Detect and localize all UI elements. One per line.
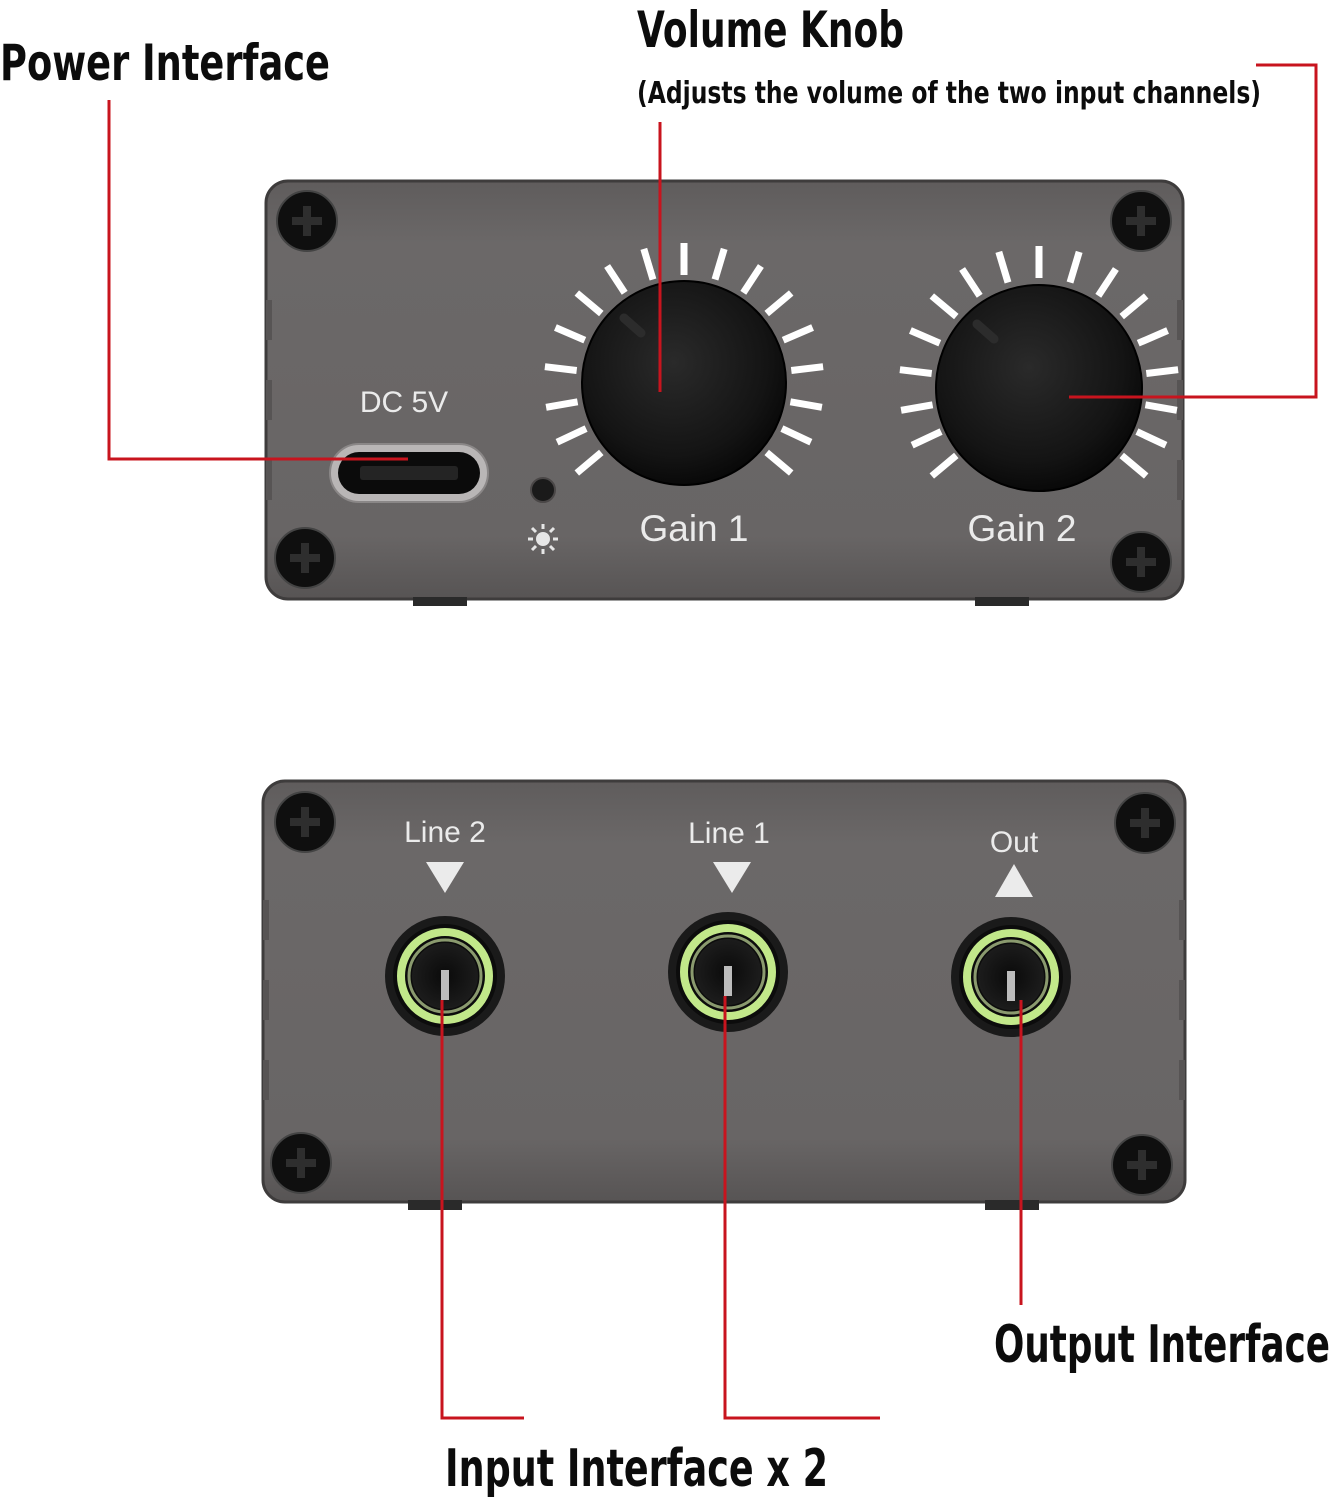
- screw-icon: [1110, 190, 1172, 252]
- scale-tick: [1119, 293, 1149, 320]
- scale-tick: [781, 324, 814, 344]
- line-1-label: Line 1: [688, 817, 770, 850]
- gain-1-knob[interactable]: [544, 243, 824, 486]
- scale-tick: [1135, 428, 1168, 449]
- screw-icon: [274, 791, 336, 853]
- scale-tick: [1144, 401, 1178, 414]
- power-port-label: DC 5V: [360, 386, 448, 419]
- scale-tick: [574, 290, 604, 317]
- line-2-leader: [440, 1000, 524, 1420]
- arrow-up-icon: [995, 864, 1033, 897]
- power-interface-callout: Power Interface: [0, 34, 330, 92]
- scale-tick: [604, 264, 628, 295]
- scale-tick: [789, 398, 823, 411]
- scale-tick: [959, 267, 983, 298]
- line-1-leader: [723, 996, 880, 1420]
- front-panel-side-ridges: [266, 300, 1183, 500]
- screw-icon: [276, 190, 338, 252]
- scale-tick: [1066, 250, 1083, 284]
- out-jack[interactable]: [951, 917, 1071, 1037]
- gain-2-label: Gain 2: [967, 508, 1076, 549]
- back-panel-foot-left: [408, 1200, 462, 1210]
- front-panel-foot-left: [413, 597, 467, 606]
- scale-tick: [899, 366, 933, 377]
- out-label: Out: [990, 826, 1039, 859]
- input-interface-callout: Input Interface x 2: [445, 1439, 828, 1499]
- back-panel-side-ridges: [263, 900, 1185, 1100]
- scale-tick: [545, 398, 579, 411]
- gain-1-label: Gain 1: [639, 508, 748, 549]
- scale-tick: [711, 247, 728, 281]
- scale-tick: [1136, 327, 1169, 347]
- scale-tick: [1145, 366, 1179, 377]
- scale-tick: [554, 324, 587, 344]
- scale-tick: [764, 290, 794, 317]
- screw-icon: [274, 527, 336, 589]
- scale-tick: [555, 425, 588, 446]
- scale-tick: [764, 449, 794, 476]
- front-panel: DC 5V Gain 1: [264, 179, 1185, 606]
- power-interface-leader: [107, 100, 408, 461]
- gain-2-scale-ticks: [899, 246, 1179, 479]
- line-2-label: Line 2: [404, 816, 486, 849]
- gain-1-scale-ticks: [544, 243, 824, 476]
- volume-knob-note-leader: [1069, 63, 1318, 399]
- scale-tick: [910, 428, 943, 449]
- volume-knob-callout: Volume Knob: [637, 1, 904, 59]
- screw-icon: [270, 1132, 332, 1194]
- arrow-down-icon: [713, 862, 751, 893]
- gain-2-pointer: [972, 319, 999, 344]
- front-panel-foot-right: [975, 597, 1029, 606]
- scale-tick: [1095, 267, 1119, 298]
- arrow-down-icon: [426, 862, 464, 893]
- led-sun-icon: [528, 524, 558, 554]
- scale-tick: [929, 452, 959, 479]
- scale-tick: [995, 250, 1012, 284]
- gain-2-knob[interactable]: [899, 246, 1179, 492]
- scale-tick: [929, 293, 959, 320]
- indicator-led: [530, 477, 556, 503]
- screw-icon: [1110, 531, 1172, 593]
- scale-tick: [790, 363, 824, 374]
- scale-tick: [909, 327, 942, 347]
- scale-tick: [780, 425, 813, 446]
- gain-1-pointer: [619, 313, 646, 338]
- line-2-jack[interactable]: [385, 916, 505, 1036]
- output-interface-callout: Output Interface: [994, 1315, 1330, 1375]
- volume-knob-note: (Adjusts the volume of the two input cha…: [637, 76, 1261, 111]
- scale-tick: [1119, 452, 1149, 479]
- scale-tick: [900, 401, 934, 414]
- back-panel-foot-right: [985, 1200, 1039, 1210]
- screw-icon: [1114, 792, 1176, 854]
- callout-lines: [107, 63, 1318, 1420]
- usb-c-port-icon[interactable]: [329, 443, 489, 503]
- scale-tick: [574, 449, 604, 476]
- line-1-jack[interactable]: [668, 912, 788, 1032]
- scale-tick: [640, 247, 657, 281]
- scale-tick: [740, 264, 764, 295]
- screw-icon: [1111, 1134, 1173, 1196]
- scale-tick: [544, 363, 578, 374]
